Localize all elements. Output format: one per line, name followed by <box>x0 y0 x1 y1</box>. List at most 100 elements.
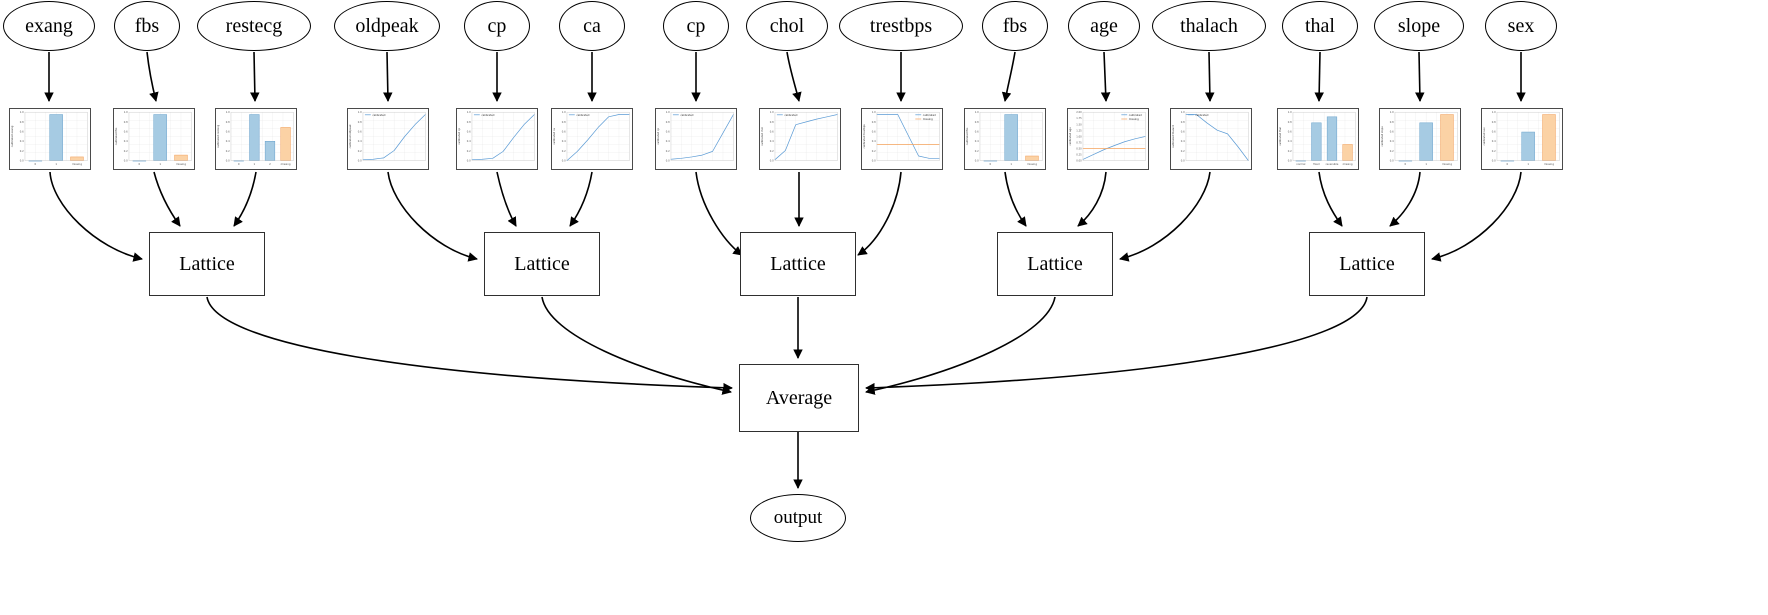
svg-text:calibrated ca: calibrated ca <box>552 128 556 145</box>
input-node-ca[interactable]: ca <box>559 1 625 51</box>
input-node-exang[interactable]: exang <box>3 1 95 51</box>
edge-slope-to-cal <box>1415 51 1425 102</box>
input-node-label: cp <box>487 14 507 37</box>
input-node-trestbps[interactable]: trestbps <box>839 1 963 51</box>
input-node-label: ca <box>583 14 601 37</box>
input-node-slope[interactable]: slope <box>1374 1 1464 51</box>
lattice-label: Lattice <box>770 252 826 275</box>
lattice-block-4[interactable]: Lattice <box>997 232 1113 296</box>
input-node-label: exang <box>25 14 73 37</box>
svg-text:0.6: 0.6 <box>1390 131 1394 134</box>
input-node-sex[interactable]: sex <box>1485 1 1557 51</box>
svg-text:0.4: 0.4 <box>20 140 24 143</box>
svg-text:calibrated sex: calibrated sex <box>1482 127 1486 146</box>
svg-text:0.6: 0.6 <box>1181 131 1185 134</box>
svg-text:0: 0 <box>1507 162 1509 166</box>
svg-text:0: 0 <box>139 162 141 166</box>
svg-text:0.6: 0.6 <box>124 131 128 134</box>
input-node-fbs-1[interactable]: fbs <box>114 1 180 51</box>
svg-text:calibrated: calibrated <box>784 113 797 117</box>
lattice-block-1[interactable]: Lattice <box>149 232 265 296</box>
svg-text:1: 1 <box>1527 162 1529 166</box>
lattice-block-5[interactable]: Lattice <box>1309 232 1425 296</box>
svg-text:0.4: 0.4 <box>1390 140 1394 143</box>
input-node-label: sex <box>1507 14 1535 37</box>
svg-text:1.50: 1.50 <box>1076 123 1082 126</box>
input-node-label: cp <box>686 14 706 37</box>
svg-text:0.6: 0.6 <box>562 131 566 134</box>
input-node-label: fbs <box>1002 14 1028 37</box>
svg-text:calibrated chol: calibrated chol <box>760 127 764 146</box>
edge-lattice2-to-average <box>541 296 732 395</box>
svg-text:0.0: 0.0 <box>666 160 670 163</box>
input-node-oldpeak[interactable]: oldpeak <box>334 1 440 51</box>
input-node-thal[interactable]: thal <box>1282 1 1358 51</box>
average-label: Average <box>765 386 833 409</box>
output-node[interactable]: output <box>750 494 846 542</box>
svg-text:0.8: 0.8 <box>1492 121 1496 124</box>
svg-text:0.8: 0.8 <box>1181 121 1185 124</box>
svg-text:calibrated cp: calibrated cp <box>656 128 660 145</box>
svg-text:1.25: 1.25 <box>1076 129 1082 132</box>
lattice-block-2[interactable]: Lattice <box>484 232 600 296</box>
average-block[interactable]: Average <box>739 364 859 432</box>
svg-text:0: 0 <box>990 162 992 166</box>
svg-text:1.0: 1.0 <box>562 111 566 114</box>
svg-text:missing: missing <box>176 162 186 166</box>
svg-text:1.0: 1.0 <box>124 111 128 114</box>
input-node-restecg[interactable]: restecg <box>197 1 311 51</box>
svg-text:0.4: 0.4 <box>1288 140 1292 143</box>
svg-text:0.75: 0.75 <box>1076 141 1082 144</box>
svg-text:0.50: 0.50 <box>1076 147 1082 150</box>
svg-text:0.4: 0.4 <box>1492 140 1496 143</box>
svg-text:reversible: reversible <box>1326 162 1339 166</box>
input-node-cp-2[interactable]: cp <box>663 1 729 51</box>
svg-text:0.6: 0.6 <box>666 131 670 134</box>
svg-text:1.0: 1.0 <box>666 111 670 114</box>
svg-text:0.8: 0.8 <box>226 121 230 124</box>
input-node-label: chol <box>769 14 805 37</box>
svg-text:0.2: 0.2 <box>20 150 24 153</box>
lattice-block-3[interactable]: Lattice <box>740 232 856 296</box>
svg-text:0.2: 0.2 <box>226 150 230 153</box>
svg-text:calibrated age: calibrated age <box>1068 127 1072 146</box>
input-node-fbs-2[interactable]: fbs <box>982 1 1048 51</box>
input-node-thalach[interactable]: thalach <box>1152 1 1266 51</box>
svg-text:calibrated: calibrated <box>481 113 494 117</box>
svg-text:0.0: 0.0 <box>1390 160 1394 163</box>
svg-text:0.8: 0.8 <box>770 121 774 124</box>
svg-text:0.0: 0.0 <box>975 160 979 163</box>
input-node-chol[interactable]: chol <box>746 1 828 51</box>
edge-cal-age-to-lattice4 <box>1077 171 1107 227</box>
svg-text:0.4: 0.4 <box>562 140 566 143</box>
svg-text:0.2: 0.2 <box>358 150 362 153</box>
input-node-age[interactable]: age <box>1068 1 1140 51</box>
edge-cal-exang-to-lattice1 <box>49 171 143 262</box>
input-node-label: age <box>1090 14 1118 37</box>
lattice-label: Lattice <box>1027 252 1083 275</box>
input-node-cp-1[interactable]: cp <box>464 1 530 51</box>
